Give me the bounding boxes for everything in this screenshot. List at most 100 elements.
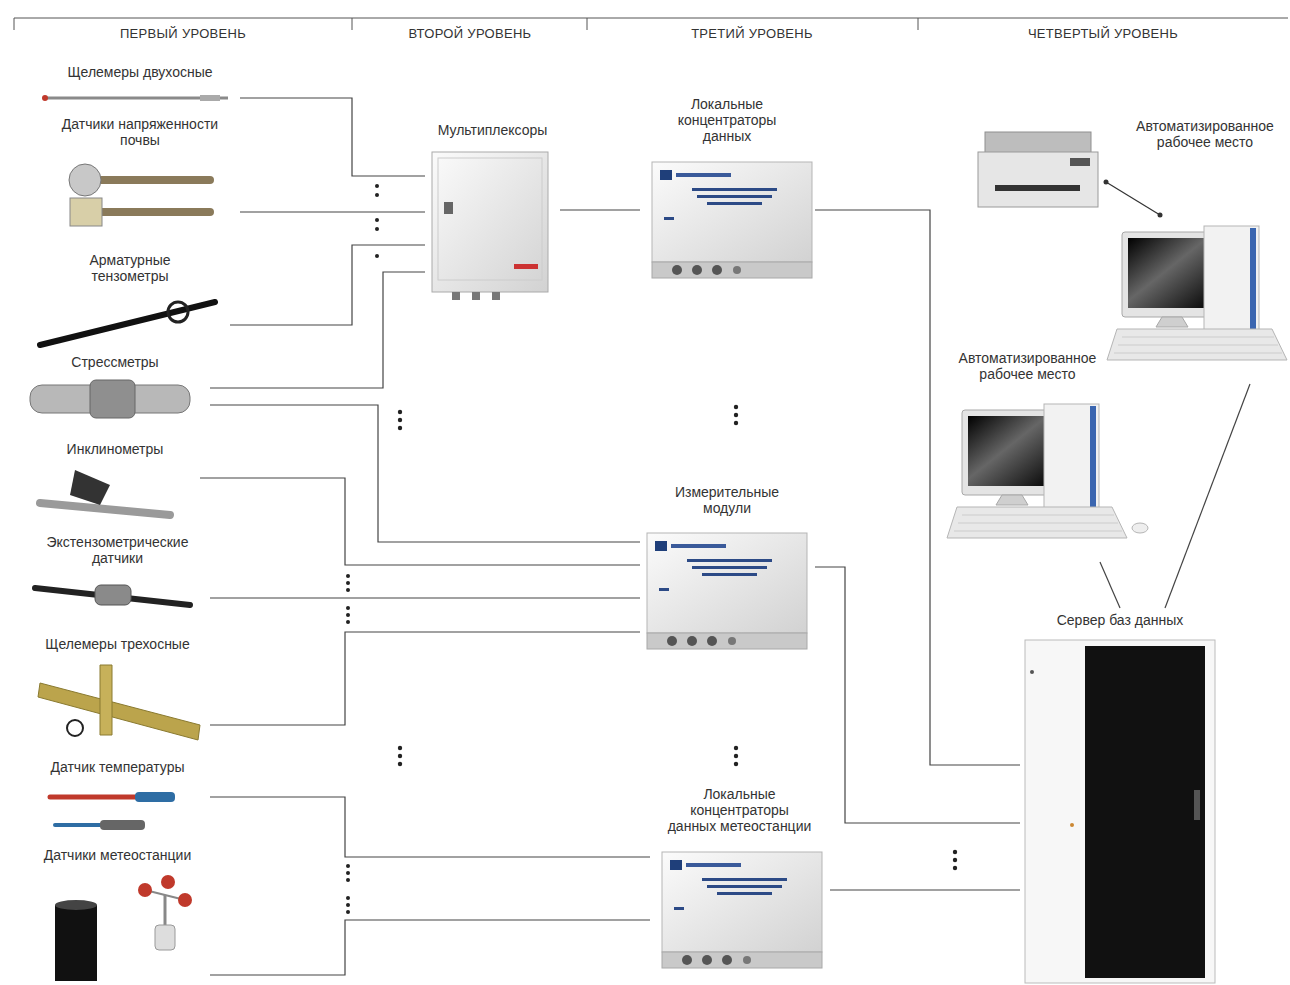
ellipsis-dots-part [375,227,379,231]
soil-pressure-sensor-part [69,164,101,196]
connector-line [210,272,425,388]
node-caption: Мультиплексоры [425,122,560,138]
ellipsis-dots-part [346,864,350,868]
workstation [947,404,1148,538]
node-caption: Датчик температуры [25,759,210,775]
ellipsis-dots-part [346,588,350,592]
connector-line [240,211,425,212]
weather-station-sensor [55,875,192,981]
sensor: Щелемеры двухосные [40,64,240,106]
multiplexer: Мультиплексоры [425,122,560,302]
printer-part [978,152,1098,207]
temperature-sensor-part [135,792,175,802]
ellipsis-dots-part [734,746,738,750]
ellipsis-dots-part [346,620,350,624]
multiplexer-cabinet-part [452,292,460,300]
inclinometer [40,470,170,515]
ellipsis-dots-part [375,254,379,258]
crack-gauge-2axis [42,95,228,101]
measuring-module: Измерительные модули [640,484,815,654]
weather-concentrator: Локальные концентраторы данных метеостан… [650,786,830,982]
ellipsis-dots-part [398,746,402,750]
temperature-sensor-part [50,795,135,800]
ellipsis-dots-part [398,762,402,766]
ellipsis-dots-part [398,426,402,430]
inclinometer-part [70,470,110,505]
data-concentrator: Локальные концентраторы данных [640,96,815,284]
sensor: Датчик температуры [25,759,210,837]
multiplexer-cabinet-part [438,158,542,280]
multiplexer-cabinet-part [492,292,500,300]
crack-gauge-3axis-part [100,665,112,735]
rebar-strain-gauge-part [40,302,215,345]
measuring-module [647,533,807,649]
multiplexer-cabinet-part [432,152,548,292]
ellipsis-dots-part [953,850,957,854]
connector-line [200,478,640,565]
joint-dot [1104,180,1109,185]
weather-station-sensor-part [138,883,152,897]
stressmeter [30,380,190,418]
ellipsis-dots-part [398,418,402,422]
ellipsis-dots [346,184,957,914]
weather-station-sensor-part [55,905,97,981]
rebar-strain-gauge [40,302,215,345]
level-header-rule-part [352,18,353,30]
connector-line [830,889,1020,890]
node-caption: Локальные концентраторы данных метеостан… [667,786,812,834]
node-caption: Сервер баз данных [1020,612,1220,628]
multiplexer-cabinet-part [444,202,453,214]
node-caption: Щелемеры двухосные [40,64,240,80]
weather-station-sensor-part [55,900,97,910]
sensor: Арматурные тензометры [30,252,230,350]
ellipsis-dots-part [346,606,350,610]
connector-line [240,98,425,176]
connector-line [230,245,425,325]
soil-pressure-sensor-part [102,208,210,216]
connector-line [210,920,650,975]
ellipsis-dots-part [734,754,738,758]
soil-pressure-sensor-part [100,176,210,184]
node-caption: Экстензометрические датчики [25,534,210,566]
workstation [1107,226,1290,360]
node-caption: Датчики метеостанции [25,847,210,863]
node-caption: Арматурные тензометры [70,252,190,284]
level-header: ПЕРВЫЙ УРОВЕНЬ [33,26,333,42]
level-header: ТРЕТИЙ УРОВЕНЬ [602,26,902,42]
sensor: Стрессметры [20,354,210,426]
level-header: ЧЕТВЕРТЫЙ УРОВЕНЬ [953,26,1253,42]
node-caption: Датчики напряженности почвы [55,116,225,148]
server-rack-part [1085,646,1205,978]
temperature-sensor [50,792,175,830]
node-caption: Щелемеры трехосные [25,636,210,652]
sensor: Датчики напряженности почвы [40,116,240,228]
data-concentrator [652,162,812,278]
node-caption: Локальные концентраторы данных [667,96,787,144]
ellipsis-dots-part [375,184,379,188]
crack-gauge-2axis-part [200,95,220,101]
ellipsis-dots-part [734,421,738,425]
ellipsis-dots-part [375,193,379,197]
ellipsis-dots-part [346,910,350,914]
crack-gauge-3axis-part [38,683,200,740]
multiplexer-cabinet [432,152,548,300]
level-header-rule-part [14,18,1288,19]
sensor: Экстензометрические датчики [25,534,210,614]
node-caption: Автоматизированное рабочее место [1125,118,1285,150]
level-header-rule-part [587,18,588,30]
printer-part [1070,158,1090,166]
server-rack-part [1194,790,1200,820]
server-rack-part [1025,640,1215,983]
node-caption: Стрессметры [20,354,210,370]
temperature-sensor-part [100,820,145,830]
weather-concentrator [662,852,822,968]
printer-part [985,132,1091,154]
sensor: Инклинометры [30,441,200,525]
sensor: Щелемеры трехосные [25,636,210,744]
workstation: Автоматизированное рабочее место [940,348,1150,562]
ellipsis-dots-part [346,613,350,617]
connector-line [210,797,650,857]
